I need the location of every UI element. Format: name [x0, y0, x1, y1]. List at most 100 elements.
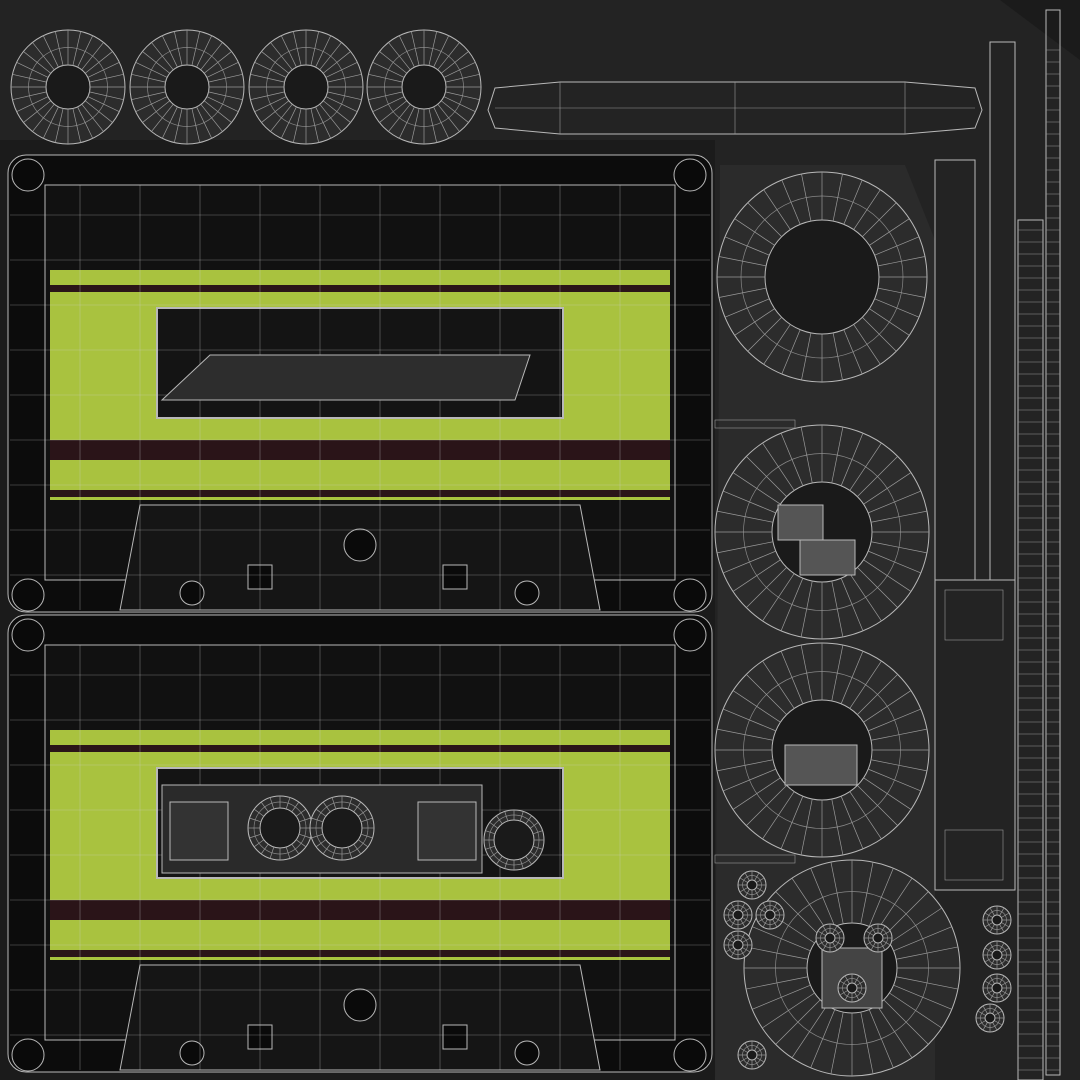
reel-spoke — [757, 907, 766, 913]
reel-spoke — [12, 73, 47, 83]
reel-spoke — [868, 550, 921, 574]
reel-spoke — [740, 949, 746, 958]
screw-hole — [11, 158, 45, 192]
reel-spoke — [880, 925, 886, 934]
reel-spoke — [752, 984, 811, 1010]
reel-spoke — [331, 846, 337, 859]
reel-spoke — [485, 830, 496, 835]
reel-spoke — [723, 768, 776, 792]
reel-spoke — [203, 100, 232, 123]
reel-spoke — [780, 578, 804, 631]
reel-spoke — [347, 797, 353, 810]
reel-spoke — [849, 660, 882, 709]
reel-spoke — [12, 91, 47, 101]
reel-spoke — [331, 797, 337, 810]
reel-spoke — [992, 1005, 998, 1014]
large-reels-column — [714, 171, 961, 1077]
reel-spoke — [756, 887, 765, 893]
reel-spoke — [504, 811, 509, 822]
reel-spoke — [72, 31, 82, 66]
small-gear — [982, 905, 1012, 935]
reel-spoke — [876, 1005, 913, 1058]
reel-spoke — [839, 990, 848, 996]
reel-spoke — [772, 902, 778, 911]
reel-spoke — [388, 42, 411, 71]
reel-spoke — [830, 1012, 844, 1074]
reel-spoke — [87, 96, 120, 113]
reel-spoke — [173, 108, 183, 143]
reel-spoke — [740, 919, 746, 928]
reel-spoke — [196, 106, 213, 139]
reel-spoke — [280, 35, 297, 68]
reel-spoke — [315, 35, 332, 68]
reel-spoke — [1001, 957, 1010, 963]
reel-spoke — [398, 106, 415, 139]
reel-spoke — [999, 942, 1005, 951]
reel-spoke — [142, 100, 171, 123]
reel-spoke — [208, 91, 243, 101]
reel-spoke — [261, 51, 290, 74]
reel-spoke — [869, 308, 910, 336]
reel-spoke — [840, 578, 864, 631]
reel-spoke — [315, 106, 332, 139]
reel-spoke — [151, 103, 174, 132]
reel-spoke — [831, 426, 844, 484]
reel-spoke — [791, 878, 828, 931]
reel-spoke — [716, 728, 774, 741]
reel-spoke — [865, 930, 874, 936]
reel-spoke — [982, 1022, 988, 1031]
reel-hub — [846, 982, 858, 994]
reel-spoke — [754, 872, 760, 881]
reel-hub — [746, 879, 758, 891]
reel-spoke — [989, 992, 995, 1001]
reel-spoke — [860, 1012, 874, 1074]
pin-hole — [514, 1040, 540, 1066]
reel-spoke — [525, 855, 532, 865]
label-stripe — [50, 285, 670, 292]
small-reel — [366, 29, 482, 145]
pin-hole — [179, 580, 205, 606]
reel-spoke — [752, 926, 811, 952]
square-hole — [442, 564, 468, 590]
reel-spoke — [725, 947, 734, 953]
reel-spoke — [780, 651, 804, 704]
reel-spoke — [747, 202, 782, 237]
reel-spoke — [319, 42, 342, 71]
reel-hub — [984, 1012, 996, 1024]
reel-spoke — [433, 35, 450, 68]
reel-hub — [732, 939, 744, 951]
label-stripe — [50, 490, 670, 497]
reel-spoke — [260, 801, 269, 813]
reel-spoke — [716, 759, 774, 772]
reel-spoke — [270, 103, 293, 132]
reel-spoke — [832, 942, 838, 951]
reel-spoke — [398, 35, 415, 68]
reel-spoke — [747, 317, 782, 352]
reel-spoke — [746, 976, 808, 990]
small-gear — [755, 900, 785, 930]
reel-spoke — [817, 930, 826, 936]
reel-spoke — [868, 868, 894, 927]
reel-spoke — [994, 1020, 1003, 1026]
reel-spoke — [843, 179, 863, 225]
label-stripe — [50, 745, 670, 752]
reel-spoke — [984, 980, 993, 986]
reel-spoke — [725, 937, 734, 943]
reel-spoke — [734, 308, 775, 336]
reel-spoke — [740, 932, 746, 941]
reel-spoke — [754, 1042, 760, 1051]
reel-spoke — [831, 798, 844, 856]
reel-spoke — [883, 891, 929, 937]
reel-spoke — [832, 925, 838, 934]
reel-spoke — [742, 907, 751, 913]
reel-spoke — [800, 644, 813, 702]
reel-spoke — [443, 96, 476, 113]
reel-spoke — [801, 332, 812, 381]
reel-spoke — [1001, 912, 1010, 918]
reel-hub — [493, 819, 535, 861]
reel-spoke — [428, 108, 438, 143]
reel-spoke — [739, 887, 748, 893]
reel-hub — [746, 1049, 758, 1061]
reel-spoke — [977, 1010, 986, 1016]
reel-spoke — [830, 862, 844, 924]
